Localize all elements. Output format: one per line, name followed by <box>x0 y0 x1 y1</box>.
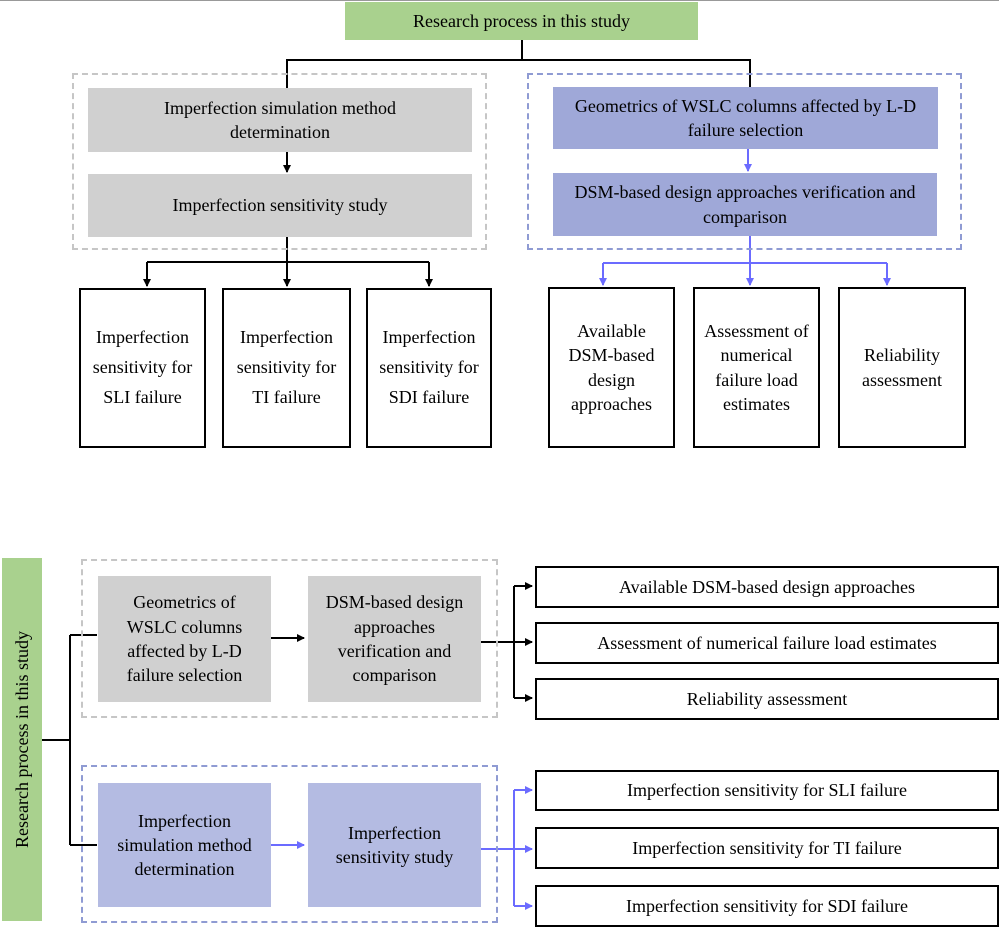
top-left-output-label-1: Imperfection sensitivity for SLI failure <box>92 327 193 407</box>
top-left-group-frame <box>72 73 487 250</box>
top-right-output-label-3: Reliability assessment <box>862 345 942 390</box>
bottom-connectors <box>42 582 533 910</box>
bottom-root-label: Research process in this study <box>11 631 32 848</box>
bottom-lower-group-frame <box>81 765 498 923</box>
bottom-lower-output-box-2: Imperfection sensitivity for TI failure <box>535 827 999 869</box>
bottom-lower-step1-label: Imperfection simulation method determina… <box>117 810 252 880</box>
top-left-output-box-3: Imperfection sensitivity for SDI failure <box>366 288 492 448</box>
top-right-step2-label: DSM-based design approaches verification… <box>574 182 916 227</box>
top-right-step1-box: Geometrics of WSLC columns affected by L… <box>553 87 938 149</box>
bottom-upper-output-box-1: Available DSM-based design approaches <box>535 566 999 608</box>
top-right-step1-label: Geometrics of WSLC columns affected by L… <box>574 95 917 140</box>
top-left-step2-label: Imperfection sensitivity study <box>172 195 388 216</box>
bottom-upper-step1-label: Geometrics of WSLC columns affected by L… <box>126 592 243 686</box>
bottom-upper-step1-box: Geometrics of WSLC columns affected by L… <box>98 576 271 702</box>
bottom-upper-output-label-3: Reliability assessment <box>686 688 848 709</box>
top-left-output-label-2: Imperfection sensitivity for TI failure <box>236 327 337 407</box>
bottom-lower-step1-box: Imperfection simulation method determina… <box>98 783 271 907</box>
bottom-lower-output-label-1: Imperfection sensitivity for SLI failure <box>627 780 907 801</box>
bottom-lower-output-label-2: Imperfection sensitivity for TI failure <box>632 837 902 858</box>
bottom-lower-output-box-1: Imperfection sensitivity for SLI failure <box>535 770 999 811</box>
bottom-lower-output-label-3: Imperfection sensitivity for SDI failure <box>626 895 908 916</box>
bottom-upper-output-box-3: Reliability assessment <box>535 678 999 720</box>
top-left-output-box-1: Imperfection sensitivity for SLI failure <box>79 288 206 448</box>
top-right-output-label-2: Assessment of numerical failure load est… <box>704 320 809 414</box>
bottom-upper-output-box-2: Assessment of numerical failure load est… <box>535 622 999 664</box>
top-left-step1-box: Imperfection simulation method determina… <box>88 88 472 152</box>
top-right-group-frame <box>527 73 962 250</box>
top-right-output-box-3: Reliability assessment <box>838 287 966 448</box>
top-rule <box>0 0 999 1</box>
top-right-step2-box: DSM-based design approaches verification… <box>553 173 937 236</box>
bottom-upper-step2-box: DSM-based design approaches verification… <box>308 576 481 702</box>
top-right-output-box-1: Available DSM-based design approaches <box>548 287 675 448</box>
top-left-output-label-3: Imperfection sensitivity for SDI failure <box>379 327 479 407</box>
bottom-root-box: Research process in this study <box>2 558 42 921</box>
bottom-root-split-line <box>42 634 97 846</box>
top-root-box: Research process in this study <box>345 2 698 40</box>
top-left-output-box-2: Imperfection sensitivity for TI failure <box>222 288 351 448</box>
top-right-output-label-1: Available DSM-based design approaches <box>568 320 655 414</box>
bottom-upper-step2-label: DSM-based design approaches verification… <box>325 592 464 686</box>
bottom-lower-step2-box: Imperfection sensitivity study <box>308 783 481 907</box>
bottom-upper-group-frame <box>81 559 498 718</box>
top-right-output-box-2: Assessment of numerical failure load est… <box>693 287 820 448</box>
bottom-upper-output-label-2: Assessment of numerical failure load est… <box>597 632 937 653</box>
top-root-label: Research process in this study <box>413 10 630 31</box>
top-left-step2-box: Imperfection sensitivity study <box>88 174 472 237</box>
top-left-step1-label: Imperfection simulation method determina… <box>164 97 396 142</box>
bottom-lower-output-box-3: Imperfection sensitivity for SDI failure <box>535 885 999 927</box>
bottom-lower-step2-label: Imperfection sensitivity study <box>335 822 454 867</box>
bottom-upper-output-label-1: Available DSM-based design approaches <box>618 576 916 597</box>
